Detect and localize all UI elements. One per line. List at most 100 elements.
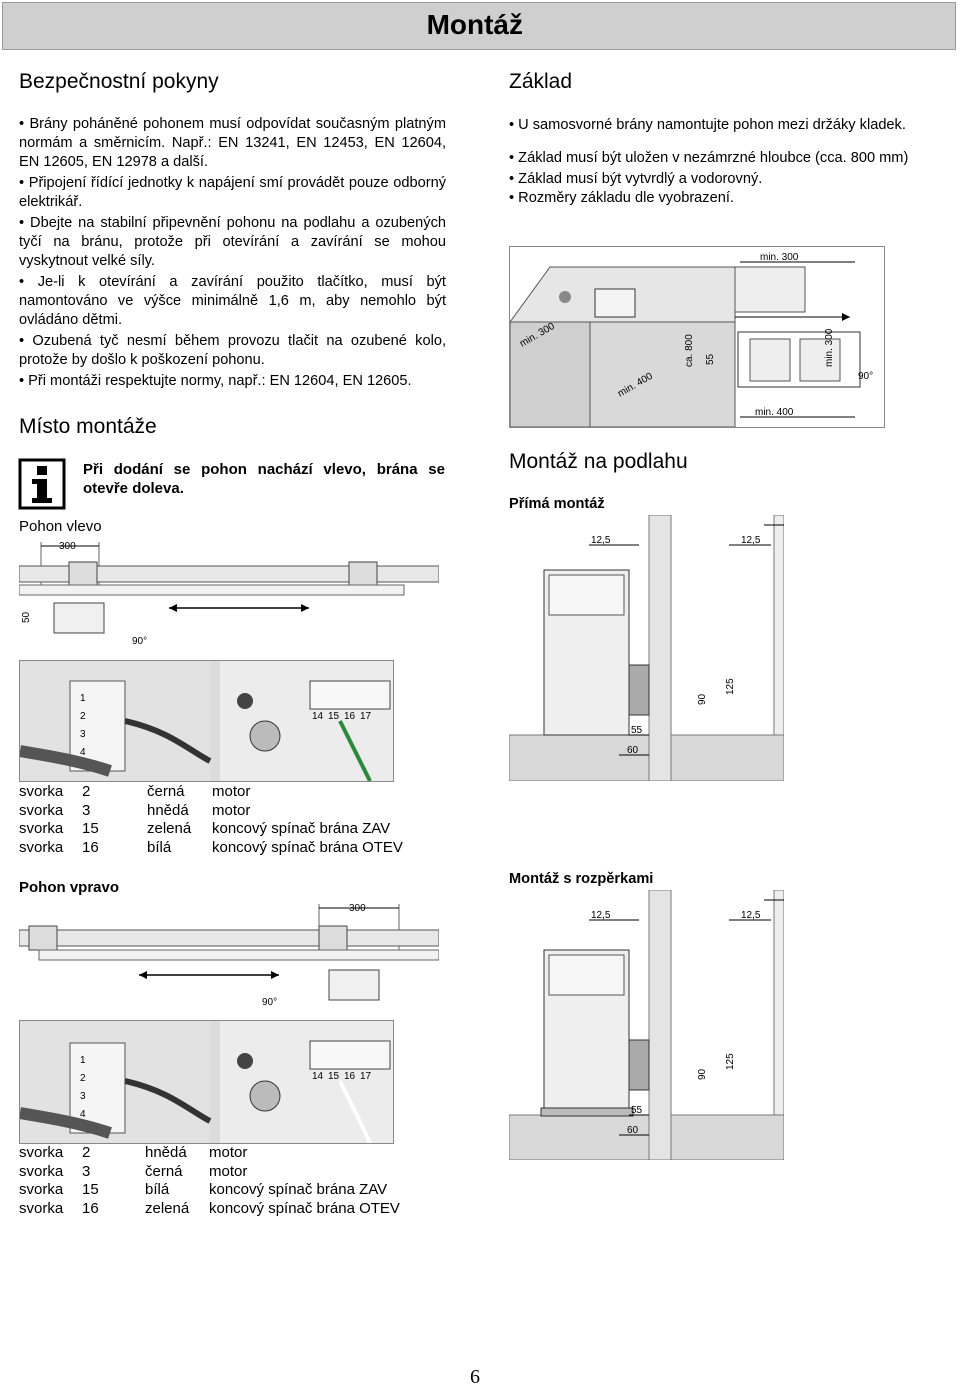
direct-mount-diagram: 40 12,5 12,5 90 125 55 60 <box>509 515 784 781</box>
foundation-diagram: min. 300 min. 400 ca. 800 55 min. 300 mi… <box>509 246 885 428</box>
table-row: svorka 2 hnědá motor <box>19 1144 400 1163</box>
dim-55: 55 <box>705 353 716 365</box>
cell: 3 <box>82 1162 91 1180</box>
foundation-heading: Základ <box>509 70 573 93</box>
left-terminal-table: svorka 2 černá motor svorka 3 hnědá moto… <box>19 783 403 857</box>
cell: černá <box>145 1162 183 1180</box>
dim-60: 60 <box>627 1125 639 1136</box>
cell: svorka <box>19 1199 64 1217</box>
wiring-photo-left: 1 2 3 4 14 15 16 17 <box>19 660 394 782</box>
cell: motor <box>209 1144 248 1161</box>
safety-item: • Připojení řídící jednotky k napájení s… <box>19 175 446 210</box>
wiring-photo-right: 1 2 3 4 14 15 16 17 <box>19 1020 394 1144</box>
cell: motor <box>212 783 251 800</box>
table-row: svorka 16 zelená koncový spínač brána OT… <box>19 1200 400 1219</box>
direct-mount-label: Přímá montáž <box>509 496 605 512</box>
dim-300: 300 <box>349 903 366 914</box>
safety-item: • Brány poháněné pohonem musí odpovídat … <box>19 116 446 170</box>
safety-list: • Brány poháněné pohonem musí odpovídat … <box>19 115 446 393</box>
placement-heading: Místo montáže <box>19 415 157 438</box>
dim-125: 125 <box>725 1053 736 1070</box>
cell: hnědá <box>147 801 189 819</box>
right-drive-label: Pohon vpravo <box>19 879 120 896</box>
terminal-no: 1 <box>80 1055 86 1066</box>
page-title: Montáž <box>426 9 523 40</box>
cell: černá <box>147 783 185 800</box>
dim-min400-bottom: min. 400 <box>755 407 794 418</box>
dim-125: 125 <box>725 678 736 695</box>
cell: motor <box>209 1162 248 1180</box>
table-row: svorka 3 černá motor <box>19 1163 400 1182</box>
dim-90deg: 90° <box>262 997 277 1008</box>
cell: svorka <box>19 1144 64 1161</box>
dim-90: 90 <box>697 1068 708 1080</box>
cell: svorka <box>19 1162 64 1180</box>
terminal-no: 14 <box>312 711 324 722</box>
dim-min300-side: min. 300 <box>824 328 835 367</box>
cell: svorka <box>19 820 64 837</box>
safety-item: • Dbejte na stabilní připevnění pohonu n… <box>19 215 446 269</box>
cell: 15 <box>82 820 99 837</box>
spacer-mount-diagram: 40 12,5 12,5 90 125 55 60 <box>509 890 784 1160</box>
terminal-no: 16 <box>344 711 356 722</box>
foundation-item: • U samosvorné brány namontujte pohon me… <box>509 117 906 133</box>
info-icon <box>18 458 66 510</box>
floor-heading: Montáž na podlahu <box>509 450 688 473</box>
dim-90deg: 90° <box>132 636 147 647</box>
rack-diagram-right: 300 90° <box>19 903 439 1008</box>
cell: hnědá <box>145 1144 187 1161</box>
terminal-no: 3 <box>80 1091 86 1102</box>
rack-diagram-left: 300 50 90° <box>19 541 439 647</box>
dim-12-5: 12,5 <box>741 535 761 546</box>
cell: koncový spínač brána OTEV <box>212 838 403 856</box>
cell: 2 <box>82 783 91 800</box>
cell: koncový spínač brána ZAV <box>209 1181 388 1198</box>
cell: bílá <box>147 838 172 856</box>
header-bar: Montáž <box>2 2 956 50</box>
dim-300: 300 <box>59 541 76 552</box>
cell: 16 <box>82 1199 99 1217</box>
table-row: svorka 2 černá motor <box>19 783 403 802</box>
cell: svorka <box>19 1181 64 1198</box>
foundation-item: • Základ musí být vytvrdlý a vodorovný. <box>509 171 763 187</box>
dim-55: 55 <box>631 725 643 736</box>
table-row: svorka 16 bílá koncový spínač brána OTEV <box>19 839 403 858</box>
dim-50: 50 <box>21 611 32 623</box>
terminal-no: 15 <box>328 711 340 722</box>
dim-60: 60 <box>627 745 639 756</box>
cell: motor <box>212 801 251 819</box>
info-text: Při dodání se pohon nachází vlevo, brána… <box>83 461 445 497</box>
cell: svorka <box>19 838 64 856</box>
terminal-no: 4 <box>80 747 86 758</box>
cell: bílá <box>145 1181 170 1198</box>
dim-12-5: 12,5 <box>591 535 611 546</box>
page-number: 6 <box>470 1366 480 1388</box>
cell: svorka <box>19 801 64 819</box>
foundation-item: • Základ musí být uložen v nezámrzné hlo… <box>509 150 909 166</box>
table-row: svorka 15 bílá koncový spínač brána ZAV <box>19 1181 400 1200</box>
foundation-item: • Rozměry základu dle vyobrazení. <box>509 190 734 206</box>
safety-item: • Při montáži respektujte normy, např.: … <box>19 373 412 389</box>
terminal-no: 4 <box>80 1109 86 1120</box>
dim-12-5: 12,5 <box>591 910 611 921</box>
terminal-no: 16 <box>344 1071 356 1082</box>
safety-heading: Bezpečnostní pokyny <box>19 70 219 93</box>
table-row: svorka 3 hnědá motor <box>19 802 403 821</box>
terminal-no: 15 <box>328 1071 340 1082</box>
dim-min300-top: min. 300 <box>760 252 799 263</box>
cell: koncový spínač brána ZAV <box>212 820 391 837</box>
terminal-no: 1 <box>80 693 86 704</box>
right-terminal-table: svorka 2 hnědá motor svorka 3 černá moto… <box>19 1144 400 1218</box>
cell: 16 <box>82 838 99 856</box>
cell: koncový spínač brána OTEV <box>209 1199 400 1217</box>
safety-item: • Ozubená tyč nesmí během provozu tlačit… <box>19 333 446 368</box>
dim-55: 55 <box>631 1105 643 1116</box>
cell: svorka <box>19 783 64 800</box>
terminal-no: 17 <box>360 711 372 722</box>
cell: zelená <box>147 820 192 837</box>
foundation-list: • U samosvorné brány namontujte pohon me… <box>509 116 936 208</box>
left-drive-label: Pohon vlevo <box>19 518 102 535</box>
cell: 3 <box>82 801 91 819</box>
dim-90deg: 90° <box>858 371 873 382</box>
table-row: svorka 15 zelená koncový spínač brána ZA… <box>19 820 403 839</box>
